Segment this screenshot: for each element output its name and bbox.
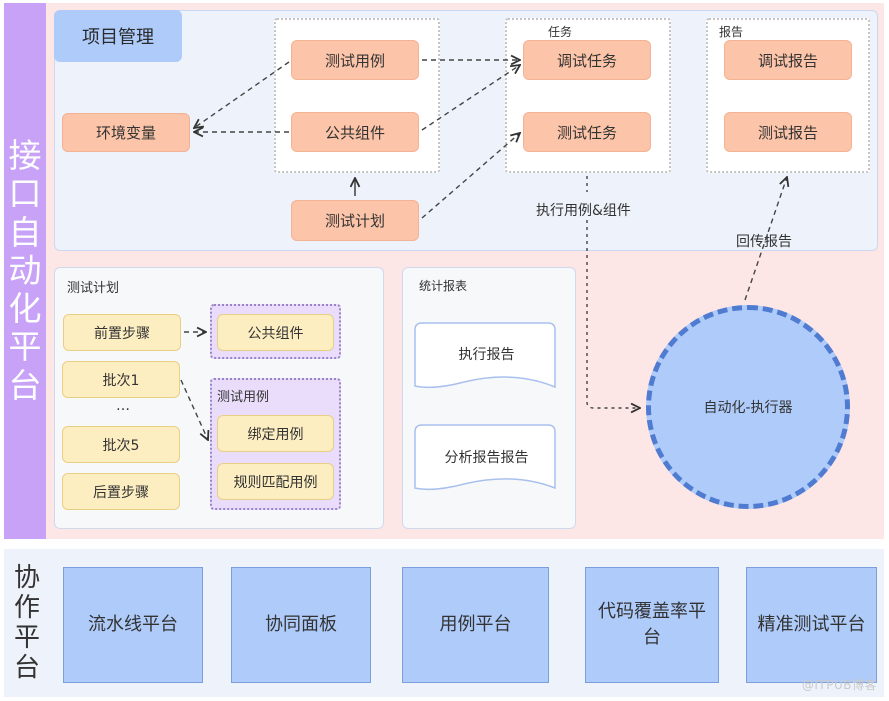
- batch-1-node[interactable]: 批次1: [62, 361, 180, 398]
- collab-title-char: 协: [13, 562, 40, 593]
- reports-group-label: 报告: [719, 25, 744, 39]
- analysis-report-doc[interactable]: 分析报告报告: [444, 450, 529, 466]
- env-vars-node[interactable]: 环境变量: [62, 113, 190, 152]
- project-management-title: 项目管理: [54, 10, 182, 62]
- rule-match-case-node[interactable]: 规则匹配用例: [217, 463, 334, 500]
- watermark: @ITPUB博客: [801, 678, 877, 692]
- report-back-edge-label: 回传报告: [736, 234, 792, 250]
- plan-common-component-node[interactable]: 公共组件: [217, 314, 334, 351]
- test-plan-panel-title: 测试计划: [67, 281, 120, 296]
- test-plan-node[interactable]: 测试计划: [291, 200, 419, 241]
- case-platform-node[interactable]: 用例平台: [402, 567, 549, 683]
- debug-report-node[interactable]: 调试报告: [724, 40, 852, 80]
- precision-test-platform-node[interactable]: 精准测试平台: [746, 567, 877, 683]
- collab-board-node[interactable]: 协同面板: [231, 567, 371, 683]
- platform-title-char: 口: [8, 174, 42, 214]
- platform-title-char: 自: [8, 212, 42, 252]
- test-report-node[interactable]: 测试报告: [724, 112, 852, 152]
- automation-executor-node[interactable]: 自动化-执行器: [646, 305, 850, 509]
- pipeline-platform-node[interactable]: 流水线平台: [63, 567, 203, 683]
- post-step-node[interactable]: 后置步骤: [62, 473, 180, 510]
- collab-title-char: 平: [13, 623, 40, 653]
- collab-title-char: 作: [13, 592, 40, 623]
- debug-task-node[interactable]: 调试任务: [523, 40, 651, 80]
- tasks-group-label: 任务: [548, 25, 573, 39]
- execution-report-doc[interactable]: 执行报告: [458, 347, 515, 363]
- pre-step-node[interactable]: 前置步骤: [63, 314, 181, 351]
- automation-platform-label: 接 口 自 动 化 平 台: [4, 3, 46, 539]
- statistics-panel-title: 统计报表: [419, 279, 468, 293]
- platform-title-char: 台: [8, 365, 42, 405]
- common-component-node[interactable]: 公共组件: [291, 112, 419, 152]
- ellipsis: …: [116, 398, 130, 414]
- collab-title-char: 台: [13, 653, 40, 684]
- execute-edge-label: 执行用例&组件: [536, 203, 631, 219]
- platform-title-char: 平: [8, 327, 42, 367]
- platform-title-char: 接: [8, 136, 42, 176]
- platform-title-char: 化: [8, 289, 42, 329]
- test-case-group-label: 测试用例: [217, 390, 270, 405]
- batch-5-node[interactable]: 批次5: [62, 426, 180, 463]
- bound-case-node[interactable]: 绑定用例: [217, 415, 334, 452]
- platform-title-char: 动: [8, 250, 42, 290]
- analysis-report-doc-shape: [414, 424, 556, 491]
- test-case-node[interactable]: 测试用例: [291, 40, 419, 80]
- execution-report-doc-shape: [414, 322, 556, 389]
- coverage-platform-node[interactable]: 代码覆盖率平台: [585, 567, 719, 683]
- test-task-node[interactable]: 测试任务: [523, 112, 651, 152]
- collaboration-label: 协 作 平 台: [4, 549, 50, 697]
